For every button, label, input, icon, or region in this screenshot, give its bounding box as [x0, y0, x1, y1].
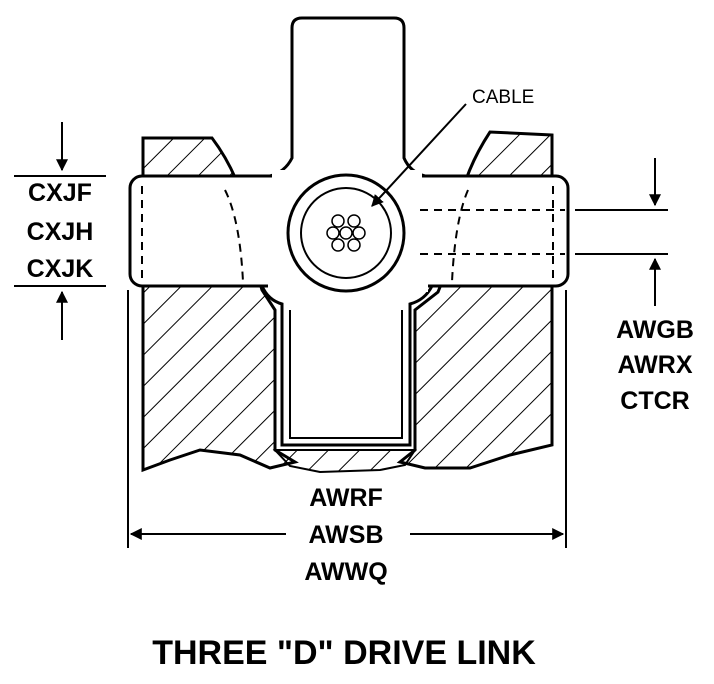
- bottom-hatched-strip: [272, 449, 417, 474]
- left-dim-2: CXJH: [27, 218, 94, 246]
- bottom-dim-2: AWSB: [309, 521, 384, 549]
- bottom-dimension: AWRF AWSB AWWQ: [127, 290, 567, 586]
- cross-link: [128, 16, 570, 447]
- left-dim-1: CXJF: [28, 179, 92, 207]
- right-dim-1: AWGB: [616, 316, 694, 344]
- cable-leader-line: [371, 103, 467, 207]
- right-dimension: AWGB AWRX CTCR: [575, 158, 694, 415]
- left-dimension: CXJF CXJH CXJK: [14, 122, 106, 340]
- diagram-title: THREE "D" DRIVE LINK: [152, 634, 536, 672]
- bottom-dim-3: AWWQ: [304, 558, 387, 586]
- right-dim-2: AWRX: [618, 351, 693, 379]
- cable-cross-section: [286, 173, 406, 293]
- right-dim-3: CTCR: [620, 387, 689, 415]
- cable-label: CABLE: [472, 87, 534, 108]
- bottom-dim-1: AWRF: [309, 484, 383, 512]
- hidden-lines: [141, 186, 565, 283]
- left-dim-3: CXJK: [27, 255, 94, 283]
